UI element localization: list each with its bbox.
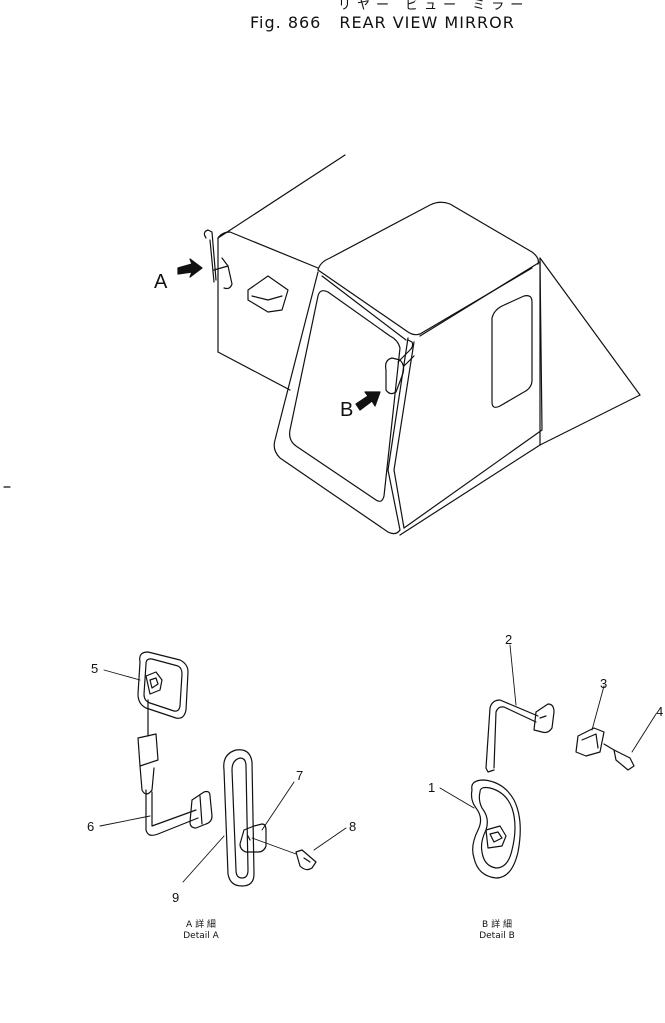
detail-b-caption-en: Detail B xyxy=(479,931,515,941)
part-number-2: 2 xyxy=(505,632,512,647)
part-number-5: 5 xyxy=(91,661,98,676)
arrow-a-icon xyxy=(177,258,203,278)
part-number-7: 7 xyxy=(296,768,303,783)
leader-lines xyxy=(99,644,657,883)
callout-b: B xyxy=(340,399,353,421)
detail-a-drawing xyxy=(137,651,317,887)
part-number-6: 6 xyxy=(87,819,94,834)
detail-b-caption: B 詳 細 Detail B xyxy=(470,920,524,942)
part-number-4: 4 xyxy=(656,704,663,719)
figure-number: Fig. 866 xyxy=(250,13,322,32)
arrow-b-icon xyxy=(355,391,381,411)
japanese-title: リヤー ビュー ミラー xyxy=(338,0,530,13)
mirror-bracket-b xyxy=(385,339,415,395)
part-number-9: 9 xyxy=(172,890,179,905)
figure-title: Fig. 866 REAR VIEW MIRROR xyxy=(250,13,515,32)
operator-cab xyxy=(273,201,543,535)
detail-b-drawing xyxy=(470,699,635,879)
part-number-3: 3 xyxy=(600,676,607,691)
detail-a-caption-en: Detail A xyxy=(183,931,219,941)
mirror-bracket-a xyxy=(203,229,233,290)
machine-body xyxy=(217,154,641,536)
callout-a: A xyxy=(154,271,168,293)
detail-a-caption-jp: A 詳 細 xyxy=(186,920,216,930)
part-number-8: 8 xyxy=(349,819,356,834)
part-number-1: 1 xyxy=(428,780,435,795)
figure-name: REAR VIEW MIRROR xyxy=(339,13,515,32)
detail-b-caption-jp: B 詳 細 xyxy=(482,920,512,930)
rear-lamp xyxy=(247,275,289,313)
detail-a-caption: A 詳 細 Detail A xyxy=(176,920,226,942)
